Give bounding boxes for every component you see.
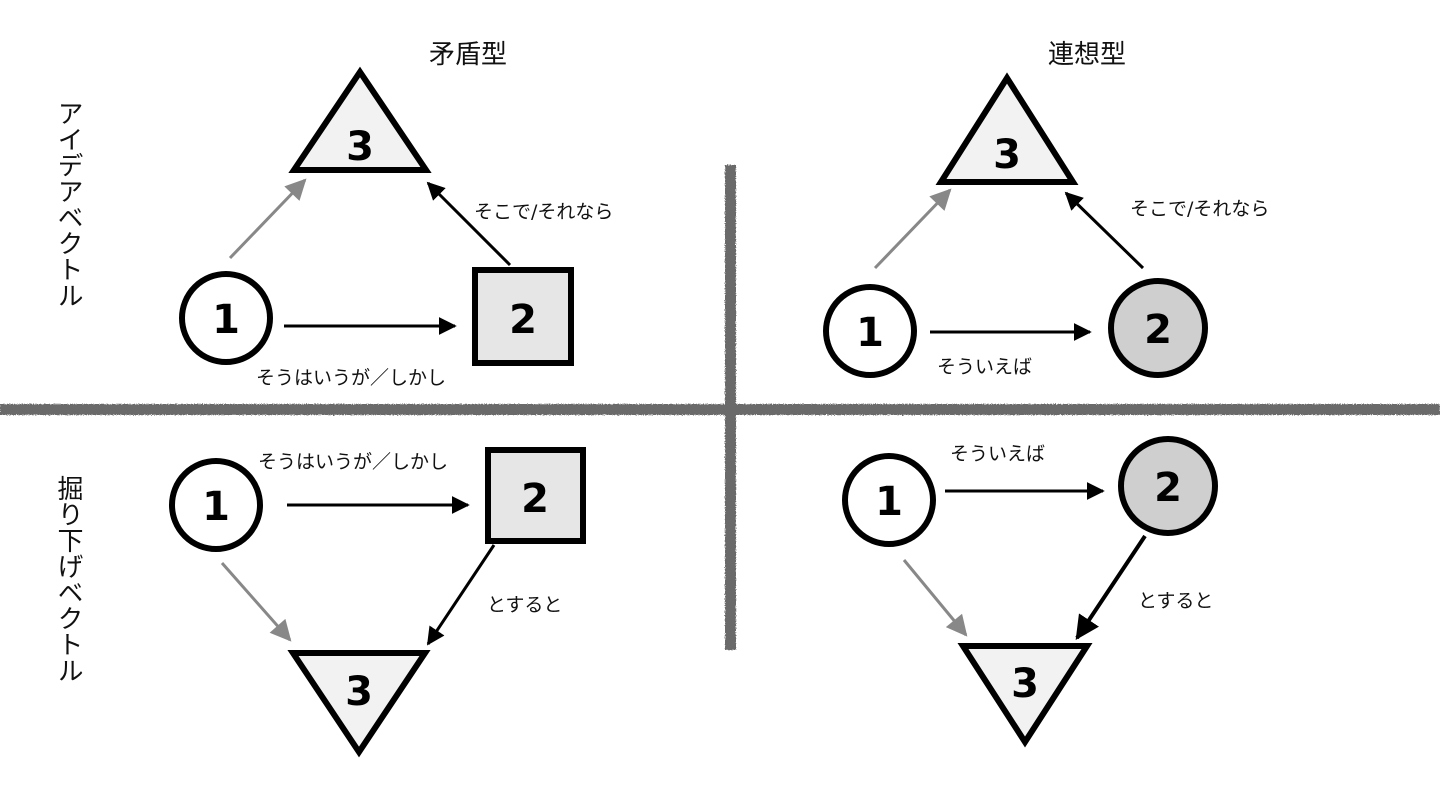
gray-arrow-one-to-three	[220, 562, 292, 642]
node-one-circle	[179, 271, 273, 365]
node-three-triangle	[287, 650, 431, 758]
node-two-label: 2	[521, 476, 549, 522]
node-two-square	[485, 447, 586, 544]
vertical-divider	[725, 165, 736, 650]
arrow-two-to-three	[426, 181, 512, 267]
label-if-so: とすると	[487, 594, 562, 616]
gray-arrow-one-to-three	[873, 188, 952, 270]
node-two-square	[472, 267, 574, 366]
quadrant-idea-association: 3 1 2 そこで/それなら そういえば	[823, 72, 1269, 378]
column-title-left: 矛盾型	[429, 40, 507, 70]
node-two-circle	[1108, 278, 1208, 378]
arrow-two-to-three	[426, 544, 496, 646]
label-association: そういえば	[937, 356, 1032, 378]
gray-arrow-one-to-three	[902, 559, 968, 637]
node-one-label: 1	[875, 479, 903, 525]
node-three-label: 3	[1011, 661, 1039, 707]
label-if-so: とすると	[1138, 590, 1213, 612]
node-two-label: 2	[509, 297, 537, 343]
quadrant-deepdive-contradiction: 1 2 3 そうはいうが／しかし とすると	[169, 447, 586, 758]
node-one-label: 1	[856, 310, 884, 356]
node-three-label: 3	[345, 669, 373, 715]
quadrant-idea-contradiction: 3 1 2 そこで/それなら そうはいうが／しかし	[179, 66, 613, 389]
node-one-circle	[169, 458, 263, 552]
arrow-two-to-three	[1064, 191, 1145, 270]
node-one-circle	[842, 453, 936, 547]
row-title-bottom: 掘り下げベクトル	[53, 475, 83, 683]
node-three-label: 3	[346, 124, 374, 170]
node-two-label: 2	[1154, 465, 1182, 511]
node-one-circle	[823, 284, 917, 378]
row-title-top: アイデアベクトル	[53, 100, 83, 308]
node-two-circle	[1118, 436, 1218, 536]
node-three-triangle	[957, 643, 1093, 748]
label-association: そういえば	[950, 443, 1045, 465]
gray-arrow-one-to-three	[228, 178, 307, 260]
node-three-triangle	[288, 66, 432, 173]
node-one-label: 1	[212, 297, 240, 343]
node-one-label: 1	[202, 484, 230, 530]
column-title-right: 連想型	[1048, 40, 1126, 70]
label-contradiction: そうはいうが／しかし	[256, 367, 446, 389]
horizontal-divider	[0, 404, 1440, 415]
quadrant-deepdive-association: 1 2 3 そういえば とすると	[842, 436, 1218, 748]
node-three-triangle	[935, 72, 1079, 185]
dividers	[0, 165, 1440, 650]
node-three-label: 3	[993, 132, 1021, 178]
node-two-label: 2	[1144, 307, 1172, 353]
label-contradiction: そうはいうが／しかし	[258, 451, 448, 473]
label-then: そこで/それなら	[1130, 198, 1269, 220]
label-then: そこで/それなら	[474, 201, 613, 223]
arrow-two-to-three	[1075, 534, 1147, 640]
